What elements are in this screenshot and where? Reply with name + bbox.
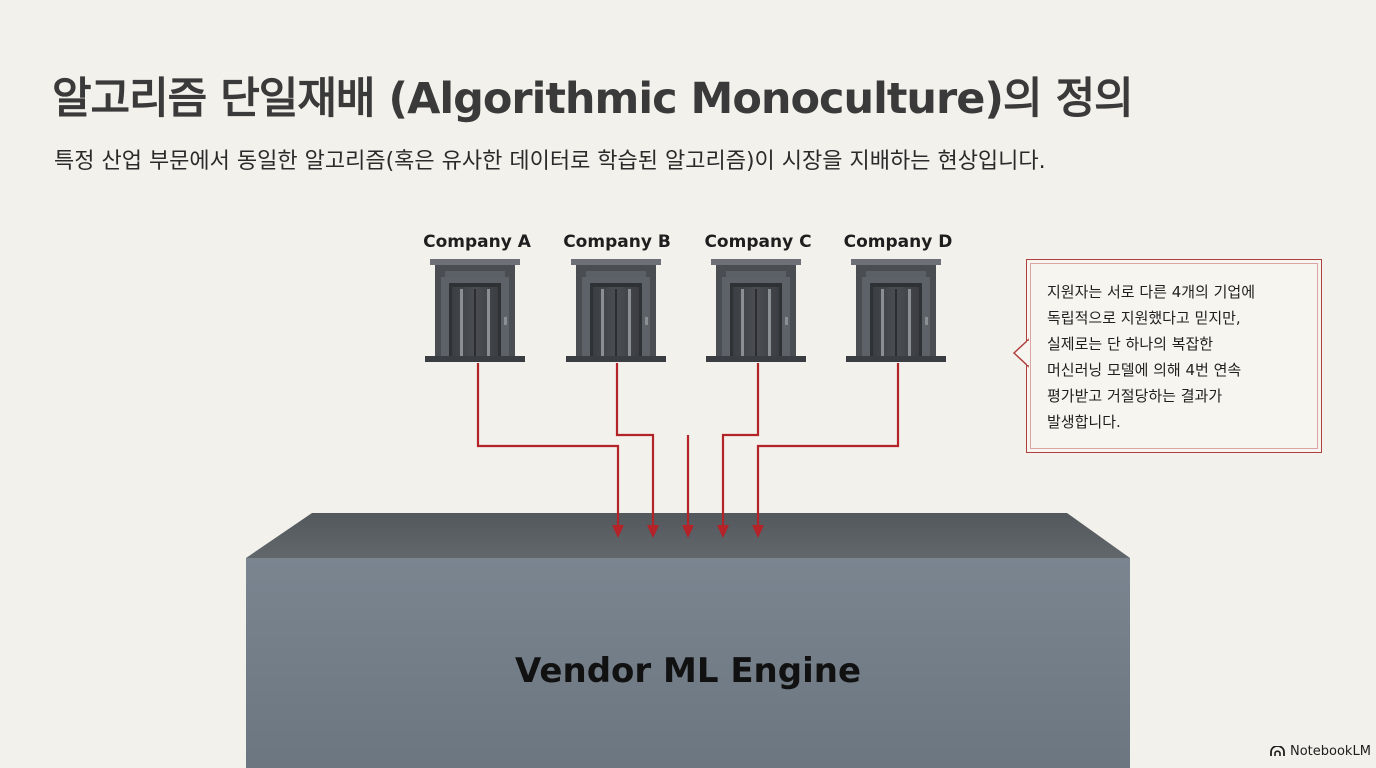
callout-text: 지원자는 서로 다른 4개의 기업에 독립적으로 지원했다고 믿지만, 실제로는… <box>1047 279 1315 435</box>
brand-watermark: NotebookLM <box>1270 744 1371 759</box>
page-subtitle: 특정 산업 부문에서 동일한 알고리즘(혹은 유사한 데이터로 학습된 알고리즘… <box>54 149 1046 174</box>
callout-line: 지원자는 서로 다른 4개의 기업에 <box>1047 283 1256 301</box>
company-c-building-icon <box>706 259 806 362</box>
company-b-label: Company B <box>563 232 671 252</box>
arrow-company-a <box>476 363 620 526</box>
arrowhead-5 <box>752 525 764 538</box>
callout-pointer-icon <box>1012 338 1030 368</box>
engine-label: Vendor ML Engine <box>515 651 861 691</box>
company-c-label: Company C <box>704 232 811 252</box>
arrowhead-4 <box>717 525 729 538</box>
arrowhead-1 <box>612 525 624 538</box>
arrow-company-c <box>721 363 760 526</box>
company-b-building-icon <box>566 259 666 362</box>
arrow-company-b <box>615 363 655 526</box>
arrow-company-d <box>756 363 900 526</box>
company-d-building-icon <box>846 259 946 362</box>
page-title: 알고리즘 단일재배 (Algorithmic Monoculture)의 정의 <box>52 74 1134 124</box>
arrowhead-2 <box>647 525 659 538</box>
brand-label: NotebookLM <box>1290 744 1371 759</box>
callout-box <box>1026 259 1322 453</box>
callout-line: 독립적으로 지원했다고 믿지만, <box>1047 309 1241 327</box>
engine-front-face <box>246 558 1130 768</box>
company-d-label: Company D <box>844 232 953 252</box>
callout-line: 머신러닝 모델에 의해 4번 연속 <box>1047 361 1242 379</box>
callout-line: 발생합니다. <box>1047 413 1121 431</box>
callout-line: 평가받고 거절당하는 결과가 <box>1047 387 1223 405</box>
arrowhead-3 <box>682 525 694 538</box>
company-a-label: Company A <box>423 232 532 252</box>
company-a-building-icon <box>425 259 525 362</box>
notebooklm-logo-icon <box>1270 746 1285 756</box>
callout-line: 실제로는 단 하나의 복잡한 <box>1047 335 1214 353</box>
